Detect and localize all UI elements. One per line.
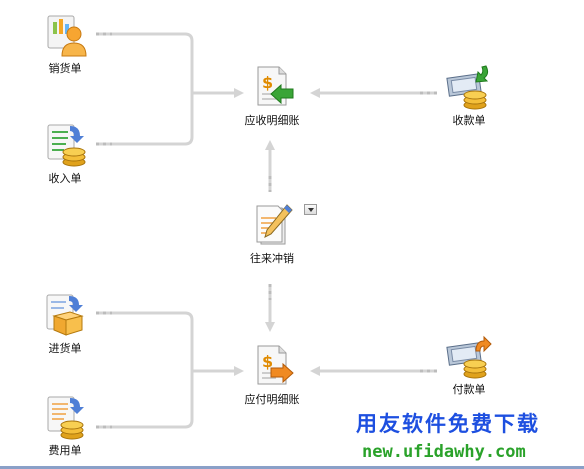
coins-list-icon xyxy=(47,124,86,167)
arrowhead-payable-down xyxy=(265,322,275,332)
connector-sales xyxy=(96,32,194,93)
receipt-order-label: 收款单 xyxy=(452,114,486,127)
watermark-title: 用友软件免费下载 xyxy=(356,412,540,436)
bottom-border xyxy=(0,466,584,469)
coins-doc-icon xyxy=(47,396,84,440)
svg-text:$: $ xyxy=(262,73,273,92)
payable-detail-label: 应付明细账 xyxy=(244,393,300,406)
write-off-label: 往来冲销 xyxy=(250,252,294,265)
payment-order-label: 付款单 xyxy=(452,383,486,396)
watermark-url: new.ufidawhy.com xyxy=(362,442,526,462)
expense-order-label: 费用单 xyxy=(48,444,82,457)
expense-order-node[interactable]: 费用单 xyxy=(25,394,105,458)
dollar-doc-orange-arrow-icon: $ xyxy=(257,345,294,385)
sales-order-node[interactable]: 销货单 xyxy=(25,12,105,76)
payment-order-node[interactable]: 付款单 xyxy=(429,333,509,397)
write-off-dropdown-button[interactable] xyxy=(304,204,317,215)
doc-pen-icon xyxy=(256,204,293,245)
income-order-node[interactable]: 收入单 xyxy=(25,122,105,186)
arrowhead-receivable-left xyxy=(234,88,244,98)
receipt-order-node[interactable]: 收款单 xyxy=(429,64,509,128)
arrowhead-receivable-right xyxy=(310,88,320,98)
connector-income xyxy=(96,93,194,146)
connector-expense xyxy=(96,371,194,429)
box-document-icon xyxy=(46,294,84,336)
sales-order-label: 销货单 xyxy=(48,62,82,75)
purchase-order-label: 进货单 xyxy=(48,342,82,355)
user-document-icon xyxy=(47,15,87,57)
connector-purchase xyxy=(96,311,194,371)
money-coins-green-arrow-icon xyxy=(446,65,489,110)
dollar-doc-green-arrow-icon: $ xyxy=(257,66,294,106)
payable-detail-node[interactable]: $ 应付明细账 xyxy=(232,343,312,407)
svg-text:$: $ xyxy=(262,352,273,371)
arrowhead-payable-left xyxy=(234,366,244,376)
income-order-label: 收入单 xyxy=(48,172,82,185)
arrowhead-receivable-up xyxy=(265,140,275,150)
receivable-detail-label: 应收明细账 xyxy=(244,114,300,127)
receivable-detail-node[interactable]: $ 应收明细账 xyxy=(232,64,312,128)
write-off-node[interactable]: 往来冲销 xyxy=(232,202,312,266)
purchase-order-node[interactable]: 进货单 xyxy=(25,292,105,356)
arrowhead-payable-right xyxy=(310,366,320,376)
money-coins-orange-arrow-icon xyxy=(446,335,492,379)
